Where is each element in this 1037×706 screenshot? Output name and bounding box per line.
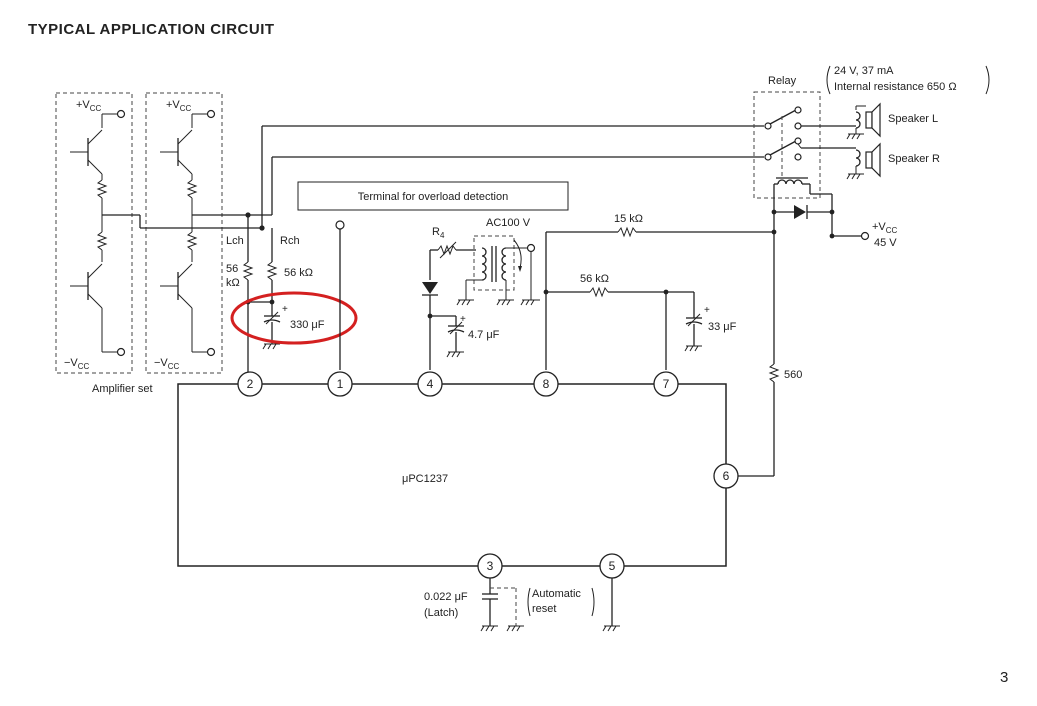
speaker-l-label: Speaker L	[888, 113, 938, 125]
ic-body	[177, 383, 727, 567]
capacitor-33uf: + 33 μF	[684, 292, 737, 352]
amplifier-box-right	[145, 92, 223, 374]
amplifier-left: +VCC −VCC	[64, 99, 126, 371]
relay-coil	[777, 179, 803, 185]
supply-network: +VCC 45 V 560	[738, 193, 898, 477]
cap-33-label: 33 μF	[708, 321, 737, 333]
pin-8	[533, 371, 559, 397]
page-title: TYPICAL APPLICATION CIRCUIT	[28, 21, 275, 38]
pin-6	[713, 463, 739, 489]
svg-text:+: +	[704, 305, 710, 316]
transformer-primary	[481, 247, 487, 281]
speaker-r-label: Speaker R	[888, 153, 940, 165]
cap-0022-label: 0.022 μF	[424, 591, 468, 603]
amplifier-set-label: Amplifier set	[92, 383, 153, 395]
resistor-560	[768, 363, 780, 383]
latch-network: 0.022 μF (Latch) Automatic reset	[424, 578, 595, 632]
vcc-pos-right: +VCC	[166, 99, 192, 113]
speakers: Speaker L Speaker R	[846, 102, 940, 180]
auto-reset-label-1: Automatic	[532, 588, 581, 600]
svg-text:+: +	[460, 314, 466, 325]
transformer-secondary	[501, 247, 507, 281]
svg-text:2: 2	[247, 377, 254, 391]
amplifier-right: +VCC −VCC	[154, 99, 216, 371]
sense-resistors: Lch Rch 56 kΩ 56 kΩ + 330 μF	[226, 215, 325, 378]
r-15k-label: 15 kΩ	[614, 213, 643, 225]
resistor-56k-pin8	[589, 286, 609, 298]
diode-pin4	[422, 282, 438, 294]
speaker-r-icon	[865, 151, 873, 169]
vcc-neg-left: −VCC	[64, 357, 90, 371]
r-right-value: 56 kΩ	[284, 267, 313, 279]
output-wiring	[102, 125, 764, 231]
pin-1	[327, 371, 353, 397]
vcc-neg-right: −VCC	[154, 357, 180, 371]
timing-network: 15 kΩ 56 kΩ + 33 μF	[543, 213, 774, 370]
svg-text:5: 5	[609, 559, 616, 573]
pin-4	[417, 371, 443, 397]
pin5-ground	[602, 578, 620, 632]
supply-vcc-label: +VCC	[872, 221, 898, 235]
svg-text:1: 1	[337, 377, 344, 391]
relay-label: Relay	[768, 75, 797, 87]
cap-330-label: 330 μF	[290, 319, 325, 331]
amplifier-box-left	[55, 92, 133, 374]
relay: Relay 24 V, 37 mA Internal resistance 65…	[753, 65, 990, 212]
resistor-56k-right	[266, 261, 278, 281]
relay-spec-2: Internal resistance 650 Ω	[834, 81, 957, 93]
pin-7	[653, 371, 679, 397]
relay-spec-1: 24 V, 37 mA	[834, 65, 894, 77]
r-left-value: 56	[226, 263, 238, 275]
ic-upc1237: μPC1237 1 2 3 4 5 6 7 8	[177, 371, 739, 579]
svg-text:7: 7	[663, 377, 670, 391]
resistor-r4	[437, 244, 457, 256]
terminal-box-label: Terminal for overload detection	[358, 191, 508, 203]
ac-detect-network: R4 + 4.7 μF	[422, 217, 540, 370]
resistor-56k-left	[242, 261, 254, 281]
r-560-label: 560	[784, 369, 802, 381]
capacitor-4-7uf: + 4.7 μF	[446, 314, 500, 358]
speaker-l-icon	[865, 111, 873, 129]
pin-2	[237, 371, 263, 397]
svg-text:8: 8	[543, 377, 550, 391]
cap-4-7-label: 4.7 μF	[468, 329, 500, 341]
page-number: 3	[1000, 669, 1008, 686]
amplifier-set: +VCC −VCC +VCC	[55, 92, 223, 395]
overload-terminal: Terminal for overload detection	[297, 181, 569, 370]
r-left-unit: kΩ	[226, 277, 240, 289]
lch-label: Lch	[226, 235, 244, 247]
r-56k-pin8-label: 56 kΩ	[580, 273, 609, 285]
auto-reset-label-2: reset	[532, 603, 556, 615]
supply-voltage: 45 V	[874, 237, 897, 249]
latch-label: (Latch)	[424, 607, 458, 619]
cap-330-plus: +	[282, 304, 288, 315]
resistor-15k	[617, 226, 637, 238]
ac100-label: AC100 V	[486, 217, 531, 229]
vcc-pos-left: +VCC	[76, 99, 102, 113]
svg-text:3: 3	[487, 559, 494, 573]
highlight-circle	[230, 291, 358, 345]
svg-text:6: 6	[723, 469, 730, 483]
r4-label: R4	[432, 226, 445, 240]
relay-box	[753, 91, 821, 199]
relay-diode	[794, 205, 806, 219]
ic-name: μPC1237	[402, 473, 448, 485]
transformer-box	[473, 235, 515, 291]
svg-text:4: 4	[427, 377, 434, 391]
rch-label: Rch	[280, 235, 300, 247]
terminal-box	[297, 181, 569, 211]
